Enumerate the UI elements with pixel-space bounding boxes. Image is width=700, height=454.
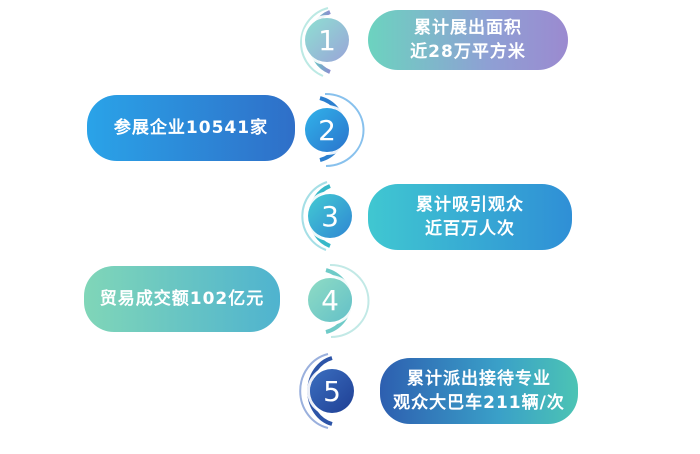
step-text-3: 累计吸引观众 近百万人次 bbox=[368, 184, 572, 250]
step-number-circle-2: 2 bbox=[305, 108, 349, 152]
step-1-line1: 累计展出面积 bbox=[413, 18, 522, 38]
step-number-circle-3: 3 bbox=[308, 194, 352, 238]
step-3-line1: 累计吸引观众 bbox=[416, 195, 524, 215]
step-5-line2: 观众大巴车211辆/次 bbox=[393, 393, 565, 413]
step-number-3: 3 bbox=[321, 199, 339, 233]
step-text-4: 贸易成交额102亿元 bbox=[84, 266, 280, 332]
step-text-5: 累计派出接待专业 观众大巴车211辆/次 bbox=[380, 358, 578, 424]
step-number-1: 1 bbox=[318, 23, 336, 57]
step-text-2: 参展企业10541家 bbox=[87, 95, 295, 161]
step-number-circle-1: 1 bbox=[305, 18, 349, 62]
step-text-1: 累计展出面积 近28万平方米 bbox=[368, 10, 568, 70]
step-number-circle-4: 4 bbox=[308, 278, 352, 322]
step-number-2: 2 bbox=[318, 113, 336, 147]
step-5-line1: 累计派出接待专业 bbox=[406, 369, 551, 389]
step-number-circle-5: 5 bbox=[310, 369, 354, 413]
step-3-line2: 近百万人次 bbox=[425, 219, 515, 239]
step-1-line2: 近28万平方米 bbox=[410, 42, 526, 62]
step-4-line1: 贸易成交额102亿元 bbox=[99, 289, 265, 309]
step-number-4: 4 bbox=[321, 283, 339, 317]
step-2-line1: 参展企业10541家 bbox=[113, 118, 269, 138]
step-number-5: 5 bbox=[323, 374, 341, 408]
